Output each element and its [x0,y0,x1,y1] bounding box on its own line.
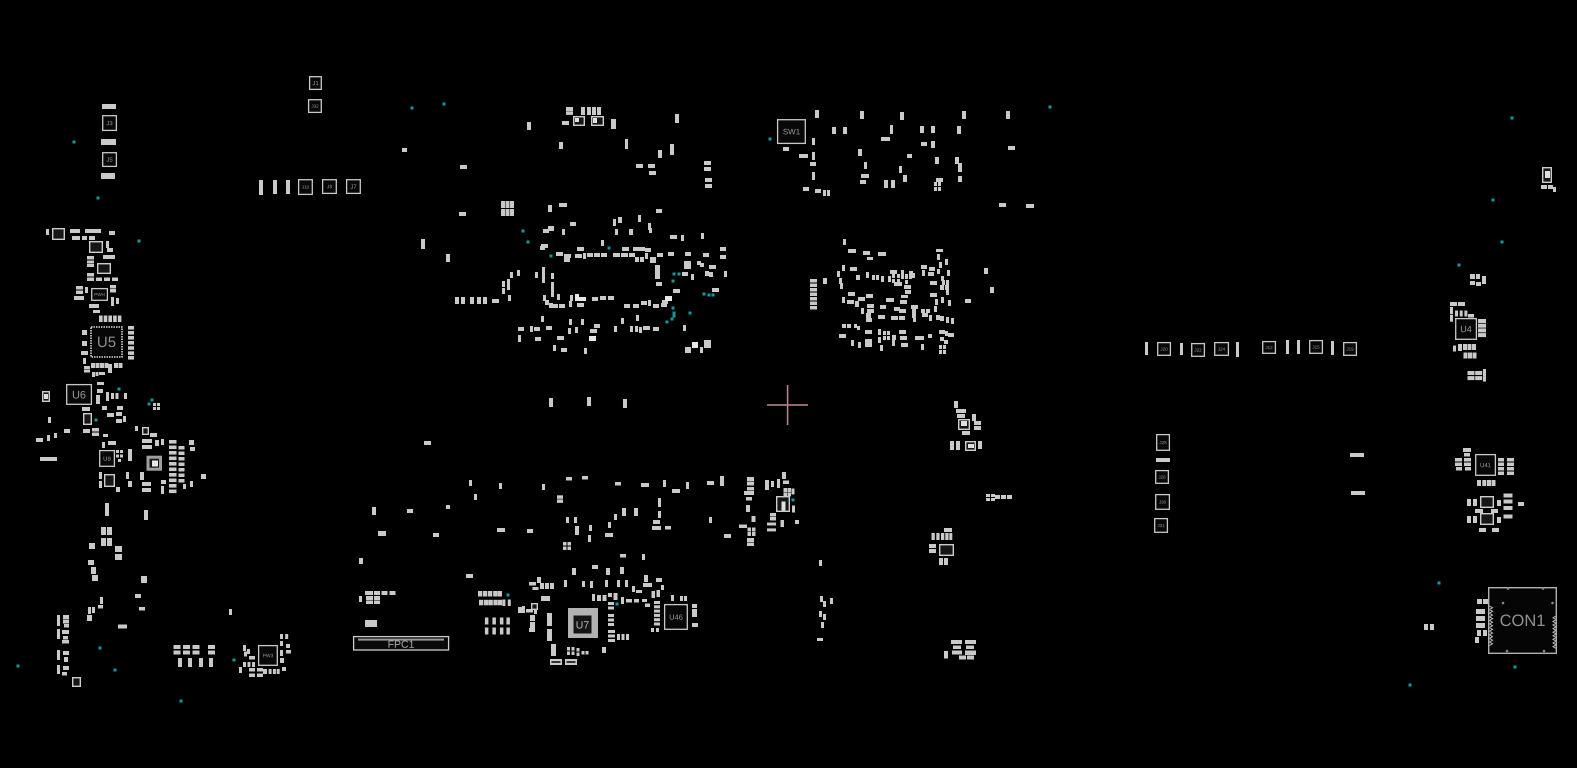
svg-text:J28: J28 [1158,475,1166,480]
svg-text:J10: J10 [302,185,310,190]
svg-text:CON1: CON1 [1500,612,1546,630]
svg-text:J30: J30 [1159,500,1167,505]
svg-text:U46: U46 [669,613,683,622]
svg-text:J5: J5 [106,157,113,164]
svg-text:J1: J1 [312,80,319,87]
svg-text:J8: J8 [327,184,333,190]
svg-text:SW1: SW1 [783,127,801,136]
svg-text:J31: J31 [1157,523,1165,528]
svg-text:PWH: PWH [94,292,105,297]
svg-text:U6: U6 [72,389,86,401]
svg-text:U5: U5 [97,334,116,351]
svg-text:FPC1: FPC1 [388,639,415,651]
svg-text:J22: J22 [1194,348,1202,353]
svg-text:U9: U9 [103,456,111,463]
svg-text:U4: U4 [1460,324,1472,334]
svg-text:J24: J24 [1218,347,1226,352]
svg-text:J3: J3 [106,120,113,127]
svg-text:U41: U41 [1480,462,1492,469]
svg-text:J15: J15 [1312,345,1320,350]
svg-text:J32: J32 [311,104,319,109]
svg-text:J25: J25 [1159,440,1167,445]
svg-text:J12: J12 [1265,345,1273,350]
svg-text:U7: U7 [576,620,590,632]
svg-text:PW3: PW3 [263,653,274,659]
svg-text:J20: J20 [1160,347,1168,352]
svg-text:J19: J19 [1346,347,1354,352]
svg-text:J7: J7 [350,184,357,191]
